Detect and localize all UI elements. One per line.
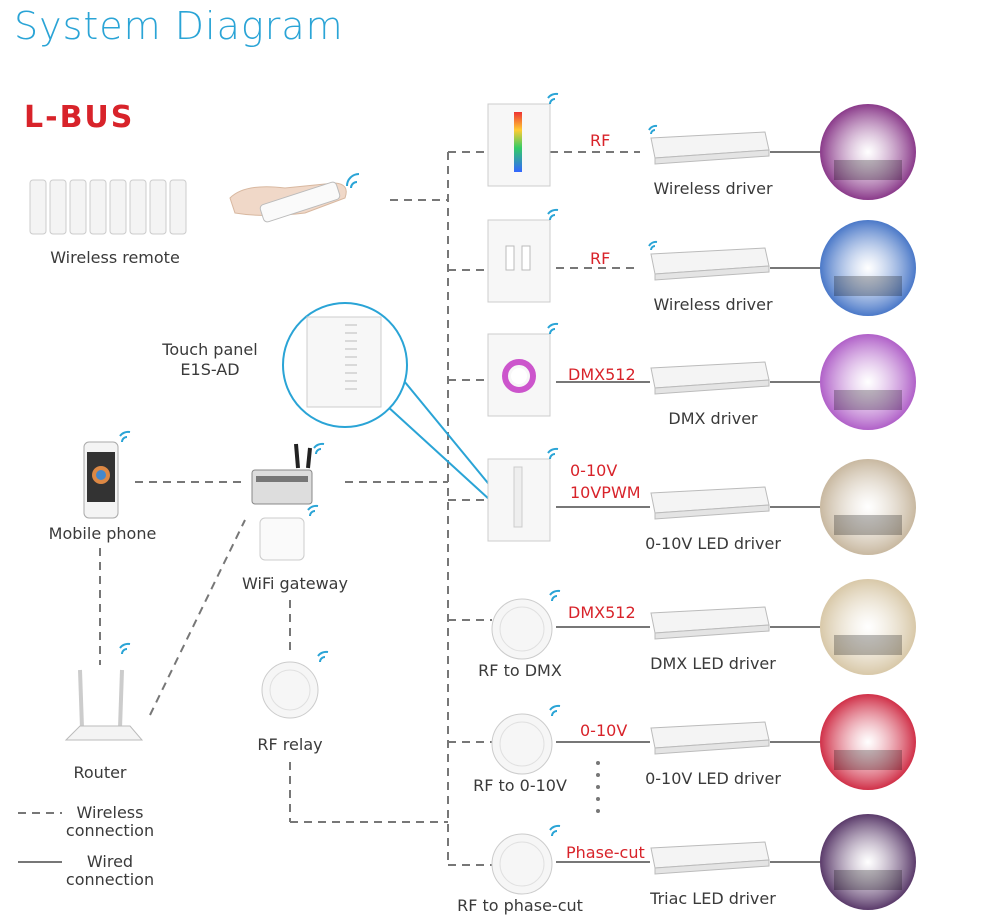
driver-label: 0-10V LED driver [645, 769, 781, 788]
mobile-phone-label: Mobile phone [48, 524, 157, 543]
wifi-gateway-icon [251, 442, 325, 561]
wifi-gateway-label: WiFi gateway [242, 574, 348, 593]
led-driver-icon [650, 721, 770, 755]
touch-panel-icon [487, 208, 559, 303]
driver-label: 0-10V LED driver [645, 534, 781, 553]
signal-label: Phase-cut [566, 843, 645, 862]
mobile-phone-icon [83, 430, 131, 519]
led-driver-icon [650, 841, 770, 875]
scene-photo [820, 459, 916, 555]
rf-converter-icon [491, 589, 561, 660]
wireless-remote-group-icon [29, 179, 187, 235]
scene-photo [820, 220, 916, 316]
signal-label: DMX512 [568, 365, 636, 384]
touch-panel-label: Touch panel E1S-AD [162, 340, 258, 379]
controller-label: RF to phase-cut [457, 896, 583, 915]
router-icon [64, 642, 144, 741]
scene-photo [820, 579, 916, 675]
scene-photo [820, 694, 916, 790]
touch-panel-zoom-icon [306, 316, 382, 408]
touch-panel-icon [487, 92, 559, 187]
led-driver-icon [650, 606, 770, 640]
signal-label: 0-10V [580, 721, 628, 740]
controller-label: RF to DMX [478, 661, 562, 680]
led-driver-icon [648, 124, 770, 165]
driver-label: DMX driver [668, 409, 758, 428]
driver-label: DMX LED driver [650, 654, 776, 673]
controller-label: RF to 0-10V [473, 776, 567, 795]
wireless-remote-label: Wireless remote [50, 248, 180, 267]
hand-remote-icon [229, 173, 360, 223]
led-driver-icon [648, 240, 770, 281]
signal-label: RF [590, 131, 611, 150]
scene-photo [820, 334, 916, 430]
scene-photo [820, 814, 916, 910]
driver-label: Wireless driver [653, 179, 773, 198]
legend-wireless: Wireless connection [65, 803, 155, 840]
rf-converter-icon [491, 704, 561, 775]
signal-label: DMX512 [568, 603, 636, 622]
rf-converter-icon [491, 824, 561, 895]
led-driver-icon [650, 361, 770, 395]
page-title: System Diagram [14, 4, 344, 48]
brand-logo: L-BUS [24, 100, 135, 135]
signal-label: 0-10V 10VPWM [570, 461, 641, 502]
rf-relay-label: RF relay [257, 735, 323, 754]
signal-label: RF [590, 249, 611, 268]
router-label: Router [73, 763, 127, 782]
touch-panel-icon [487, 322, 559, 417]
touch-panel-icon [487, 447, 559, 542]
driver-label: Triac LED driver [650, 889, 776, 908]
rf-relay-icon [261, 650, 329, 719]
scene-photo [820, 104, 916, 200]
driver-label: Wireless driver [653, 295, 773, 314]
led-driver-icon [650, 486, 770, 520]
legend-wired: Wired connection [65, 852, 155, 889]
